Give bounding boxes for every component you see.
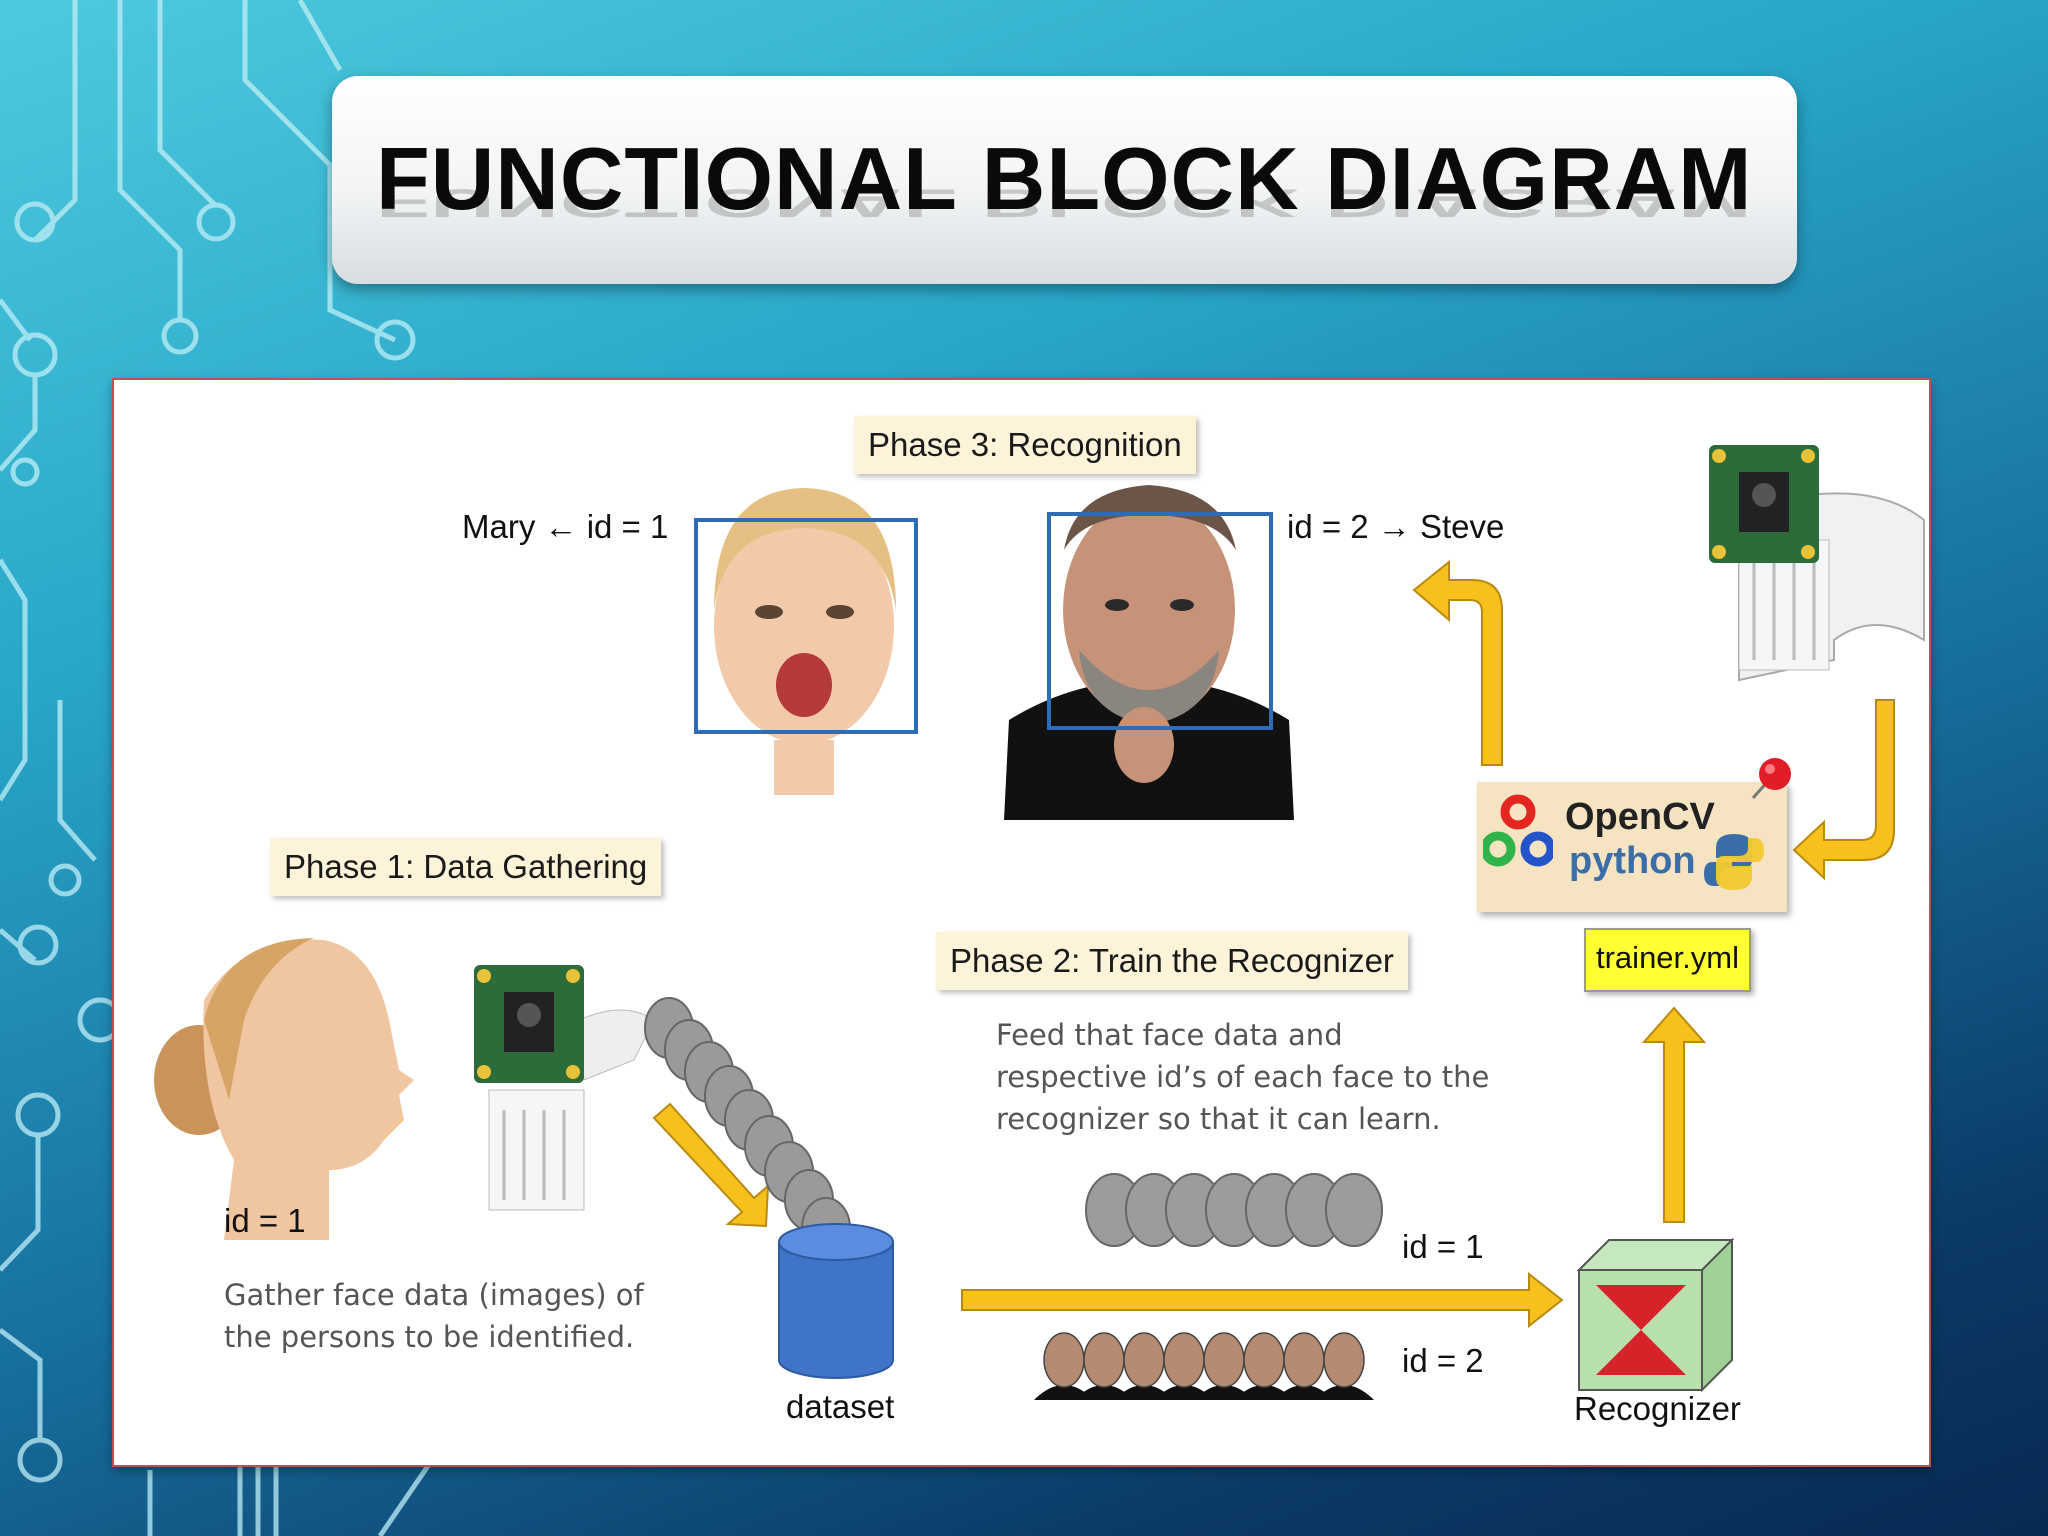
id2-face-row <box>1034 1332 1374 1400</box>
opencv-logo-icon <box>1483 794 1553 867</box>
arrow-dataset-to-recognizer <box>961 1271 1564 1329</box>
phase1-label: Phase 1: Data Gathering <box>270 838 662 896</box>
database-cylinder-icon <box>778 1223 894 1379</box>
mary-face <box>714 488 896 795</box>
trainer-file-badge: trainer.yml <box>1584 928 1751 992</box>
diagram-panel: Phase 3: Recognition Mary ← id = 1 id = … <box>112 378 1931 1467</box>
steve-face <box>1004 485 1294 820</box>
title-banner: FUNCTIONAL BLOCK DIAGRAM FUNCTIONAL BLOC… <box>332 76 1797 284</box>
camera-module-icon <box>1709 445 1925 682</box>
python-wordmark: python <box>1569 840 1696 882</box>
steve-name-label: id = 2 → Steve <box>1287 508 1504 546</box>
phase2-description-line: respective id’s of each face to the <box>996 1060 1490 1094</box>
phase2-label: Phase 2: Train the Recognizer <box>936 932 1408 990</box>
phase2-description-line: recognizer so that it can learn. <box>996 1102 1441 1136</box>
title-reflection: FUNCTIONAL BLOCK DIAGRAM <box>376 181 1753 226</box>
arrow-opencv-to-recognition <box>1412 559 1503 766</box>
phase2-description: Feed that face data and respective id’s … <box>996 1014 1489 1140</box>
pushpin-icon <box>1751 758 1791 799</box>
phase2-id1-label: id = 1 <box>1402 1228 1484 1265</box>
opencv-python-box: OpenCV python <box>1477 758 1791 912</box>
phase2-id2-label: id = 2 <box>1402 1342 1484 1379</box>
steve-id: id = 2 <box>1287 508 1369 545</box>
steve-face-box <box>1047 512 1273 730</box>
phase2-description-line: Feed that face data and <box>996 1018 1343 1052</box>
arrow-camera-to-dataset <box>652 1102 770 1228</box>
dataset-label: dataset <box>786 1388 895 1425</box>
side-profile-head <box>154 938 414 1240</box>
python-logo-icon <box>1704 834 1764 890</box>
steve-name: Steve <box>1420 508 1505 545</box>
mary-face-box <box>694 518 918 734</box>
camera-module-icon <box>474 965 655 1211</box>
mary-name-label: Mary ← id = 1 <box>462 508 668 546</box>
diagram-graphics <box>154 445 1925 1400</box>
left-arrow-icon: ← <box>544 508 578 545</box>
arrow-recognizer-to-trainer <box>1641 1006 1707 1223</box>
phase1-description-line: the persons to be identified. <box>224 1320 635 1354</box>
recognizer-cube-icon <box>1576 1237 1735 1393</box>
recognizer-label: Recognizer <box>1574 1390 1741 1427</box>
phase3-label: Phase 3: Recognition <box>854 416 1196 474</box>
phase1-description-line: Gather face data (images) of <box>224 1278 644 1312</box>
mary-name: Mary <box>462 508 536 545</box>
phase1-person-id: id = 1 <box>224 1202 306 1239</box>
phase1-description: Gather face data (images) of the persons… <box>224 1274 644 1358</box>
id1-face-row <box>1085 1173 1383 1247</box>
opencv-wordmark: OpenCV <box>1565 796 1715 838</box>
page-title: FUNCTIONAL BLOCK DIAGRAM <box>376 129 1753 228</box>
arrow-camera-to-opencv <box>1792 699 1895 881</box>
mary-id: id = 1 <box>586 508 669 545</box>
right-arrow-icon: → <box>1377 508 1411 545</box>
